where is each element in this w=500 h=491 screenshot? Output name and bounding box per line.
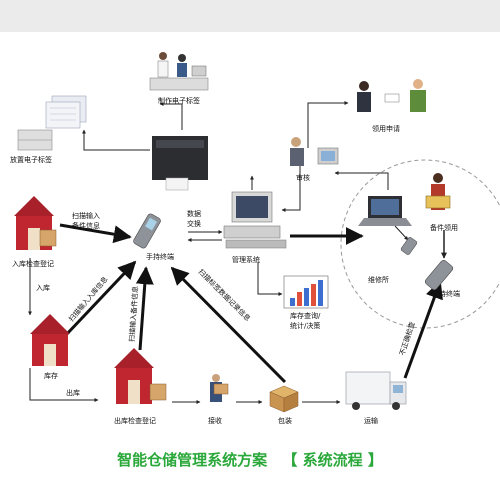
arrow-repair-to-audit	[334, 171, 389, 190]
label-printer-icon	[152, 136, 208, 191]
label-handheld-2: 手持终端	[432, 289, 460, 298]
receive-worker-icon	[210, 374, 229, 402]
label-outbound-check: 出库检查登记	[114, 416, 156, 425]
query-chart-icon	[283, 275, 329, 309]
arrow-package-to-handheld	[170, 266, 287, 384]
label-audit: 审核	[296, 173, 310, 182]
label-print-labels: 制作电子标签	[158, 96, 200, 105]
arrow-printer-to-labels	[159, 102, 183, 130]
label-apply: 领用申请	[372, 124, 400, 133]
arrow-system-to-query	[257, 262, 283, 296]
label-scan-outbound-info: 扫描输入备件信息	[127, 286, 140, 342]
label-mgmt-system: 管理系统	[232, 255, 260, 264]
label-sheets-icon	[45, 95, 87, 129]
label-storage: 库存	[44, 371, 58, 380]
parts-person-icon	[425, 173, 451, 210]
title-main: 智能仓储管理系统方案	[117, 451, 268, 469]
label-scan-input-1: 扫描输入	[72, 211, 100, 220]
arrow-audit-to-system	[281, 160, 301, 212]
arrow-audit-to-apply	[307, 101, 349, 148]
transport-truck-icon	[345, 371, 407, 410]
arrow-outbound-to-handheld	[135, 266, 154, 351]
label-package: 包装	[278, 416, 292, 425]
arrow-inbound-to-handheld	[59, 223, 132, 244]
handheld-terminal-2-icon	[424, 259, 454, 291]
label-scan-input-2: 备件信息	[72, 221, 100, 230]
label-scan-label-record: 扫描标签数据记录信息	[197, 267, 253, 323]
repair-station-zone	[340, 159, 500, 329]
shelf-icon	[17, 129, 53, 151]
arrow-printer-to-place	[82, 129, 150, 151]
arrow-storage-to-outbound	[29, 368, 99, 402]
label-repair-station: 维修所	[368, 275, 389, 284]
arrow-storage-to-handheld	[63, 260, 137, 338]
label-data-exchange-2: 交换	[187, 219, 201, 228]
label-query-1: 库存查询/	[290, 311, 321, 320]
label-inbound: 入库	[36, 283, 50, 292]
office-workers-icon	[149, 52, 209, 91]
label-receive: 接收	[208, 416, 222, 425]
label-outbound: 出库	[66, 388, 80, 397]
title-bracket: 【 系统流程 】	[282, 451, 383, 469]
label-parts-use: 备件领用	[430, 223, 458, 232]
label-data-exchange-1: 数据	[187, 209, 201, 218]
label-handheld: 手持终端	[146, 252, 174, 261]
label-transport: 运输	[364, 416, 378, 425]
auditor-icon	[290, 137, 339, 166]
handheld-terminal-icon	[133, 213, 161, 249]
top-band	[0, 0, 500, 32]
arrow-laptop-to-scanner	[394, 225, 409, 241]
outbound-barn-icon	[114, 348, 167, 404]
diagram-title: 智能仓储管理系统方案 【 系统流程 】	[0, 449, 500, 470]
storage-barn-icon	[30, 314, 70, 366]
label-query-2: 统计/决策	[290, 321, 320, 330]
arrow-transport-to-handheld2	[403, 280, 443, 379]
package-box-icon	[269, 385, 299, 413]
label-place-labels: 放置电子标签	[10, 155, 52, 164]
scanner-icon	[400, 237, 418, 255]
laptop-icon	[358, 196, 412, 226]
requisition-people-icon	[357, 79, 426, 112]
inbound-barn-icon	[14, 196, 57, 250]
management-computer-icon	[223, 191, 287, 249]
label-inbound-check: 入库检查登记	[12, 259, 54, 268]
label-scan-inbound-info: 扫描输入入库信息	[67, 275, 110, 324]
